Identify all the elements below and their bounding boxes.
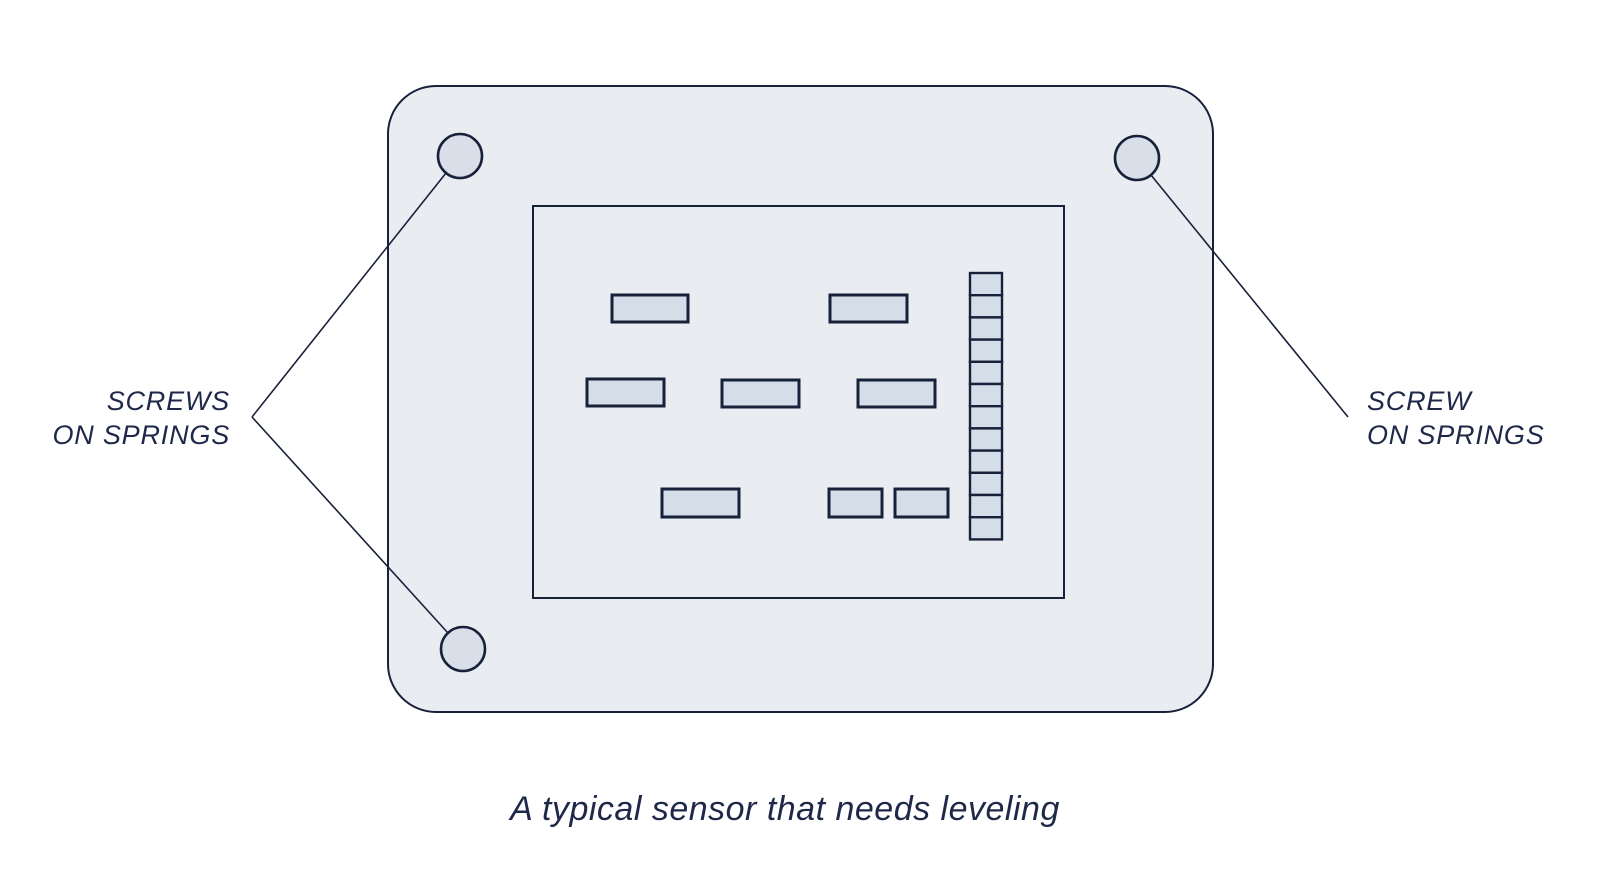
figure-caption: A typical sensor that needs leveling: [510, 790, 1060, 828]
pcb-outline: [532, 205, 1065, 599]
pcb-chip: [827, 487, 884, 519]
pcb-chip: [828, 293, 909, 324]
pcb-chip: [720, 378, 801, 409]
pcb-chip: [856, 378, 937, 409]
pin-strip-cell: [968, 405, 1004, 430]
pcb-chip: [660, 487, 741, 519]
pin-strip-cell: [968, 382, 1004, 408]
label-line: SCREW: [1367, 386, 1472, 416]
leader-line: [251, 416, 449, 634]
leader-line: [1150, 174, 1349, 418]
pin-strip-cell: [968, 316, 1004, 341]
pcb-chip: [610, 293, 690, 324]
pin-strip-cell: [968, 271, 1004, 297]
pin-strip-cell: [968, 516, 1004, 541]
label-line: SCREWS: [106, 386, 230, 416]
label-line: ON SPRINGS: [52, 420, 230, 450]
pin-strip-cell: [968, 338, 1004, 364]
leader-line: [251, 172, 447, 418]
pin-strip-cell: [968, 427, 1004, 452]
pcb-chip: [893, 487, 950, 519]
pin-strip-cell: [968, 471, 1004, 497]
screw-top-left: [436, 132, 484, 180]
screw-bottom-left: [439, 625, 487, 673]
label-screws-on-springs: SCREWS ON SPRINGS: [52, 384, 230, 452]
pin-strip-cell: [968, 360, 1004, 386]
screw-top-right: [1113, 134, 1161, 182]
pcb-chip: [585, 377, 666, 408]
pin-strip-cell: [968, 449, 1004, 475]
pin-strip-cell: [968, 294, 1004, 319]
label-line: ON SPRINGS: [1367, 420, 1545, 450]
pin-strip-cell: [968, 493, 1004, 519]
label-screw-on-springs: SCREW ON SPRINGS: [1367, 384, 1545, 452]
